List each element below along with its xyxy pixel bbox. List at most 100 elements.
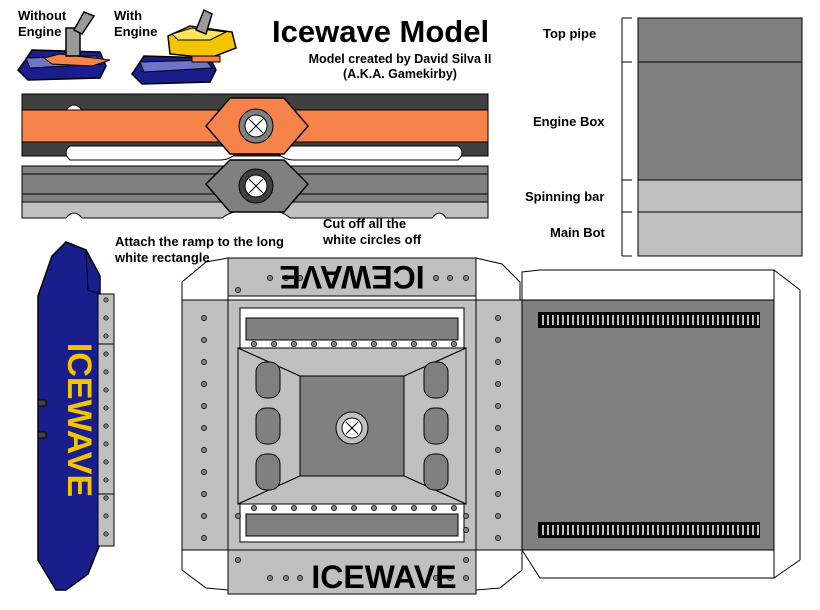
grille-slot	[557, 315, 559, 325]
rivet	[201, 513, 207, 519]
rivet	[331, 505, 337, 511]
rivet	[495, 535, 501, 541]
grille-slot	[657, 525, 659, 535]
grille-slot	[702, 315, 704, 325]
ramp-rivets	[103, 297, 109, 537]
grille-slot	[692, 315, 694, 325]
grille-slot	[647, 525, 649, 535]
grille-slot	[672, 315, 674, 325]
grille-slot	[557, 525, 559, 535]
grille-slot	[587, 315, 589, 325]
grille-slot	[747, 315, 749, 325]
grille-slot	[682, 315, 684, 325]
grille-slot	[757, 525, 759, 535]
legend-top-pipe-label: Top pipe	[543, 26, 597, 41]
credit-alias: (A.K.A. Gamekirby)	[343, 67, 457, 81]
grille-slot	[567, 315, 569, 325]
rivet	[103, 369, 109, 375]
rivet	[251, 341, 257, 347]
grille-slot	[652, 525, 654, 535]
grille-slot	[627, 315, 629, 325]
grille-slot	[562, 315, 564, 325]
vent-grilles	[542, 315, 759, 535]
rivet	[201, 425, 207, 431]
grille-slot	[592, 525, 594, 535]
rivet	[291, 341, 297, 347]
grille-slot	[742, 525, 744, 535]
grille-slot	[617, 315, 619, 325]
rivet	[463, 275, 469, 281]
rivet	[297, 275, 303, 281]
rivet	[267, 275, 273, 281]
rivet	[331, 341, 337, 347]
rivet	[447, 575, 453, 581]
main-bot-net	[181, 257, 801, 595]
rivet	[371, 505, 377, 511]
grille-slot	[687, 315, 689, 325]
grille-slot	[647, 315, 649, 325]
grille-slot	[552, 525, 554, 535]
rivet	[103, 333, 109, 339]
rivet	[103, 297, 109, 303]
grille-slot	[747, 525, 749, 535]
grille-slot	[667, 315, 669, 325]
rivet	[311, 341, 317, 347]
grille-slot	[632, 525, 634, 535]
grille-slot	[732, 525, 734, 535]
rivet	[291, 505, 297, 511]
rivet	[283, 275, 289, 281]
rivet	[103, 441, 109, 447]
grille-slot	[577, 315, 579, 325]
rivet	[267, 575, 273, 581]
rivet	[463, 575, 469, 581]
grille-slot	[627, 525, 629, 535]
rivet	[451, 505, 457, 511]
rivet	[201, 315, 207, 321]
rivet	[103, 531, 109, 537]
grille-slot	[622, 525, 624, 535]
page-title: Icewave Model	[272, 14, 490, 49]
grille-slot	[727, 525, 729, 535]
grille-slot	[572, 315, 574, 325]
grille-slot	[552, 315, 554, 325]
rivet	[391, 505, 397, 511]
grille-slot	[667, 525, 669, 535]
grille-slot	[662, 525, 664, 535]
grille-slot	[682, 525, 684, 535]
grille-slot	[642, 315, 644, 325]
grille-slot	[737, 315, 739, 325]
grille-slot	[567, 525, 569, 535]
rivet	[201, 535, 207, 541]
grille-slot	[582, 525, 584, 535]
rivet	[103, 477, 109, 483]
legend-engine-box-label: Engine Box	[533, 114, 605, 129]
grille-slot	[692, 525, 694, 535]
rivet	[201, 469, 207, 475]
grille-slot	[582, 315, 584, 325]
brand-text-top: ICEWAVE	[279, 259, 424, 295]
grille-slot	[722, 525, 724, 535]
rivet	[103, 423, 109, 429]
legend-swatches	[621, 17, 803, 257]
grille-slot	[757, 315, 759, 325]
rivet	[495, 425, 501, 431]
rivet	[391, 341, 397, 347]
rivet	[463, 557, 469, 563]
grille-slot	[587, 525, 589, 535]
grille-slot	[617, 525, 619, 535]
rivet	[235, 287, 241, 293]
rivet	[311, 505, 317, 511]
grille-slot	[722, 315, 724, 325]
grille-slot	[732, 315, 734, 325]
credit-author: Model created by David Silva II	[308, 52, 492, 66]
grille-slot	[637, 525, 639, 535]
rivet	[251, 505, 257, 511]
rivet	[371, 341, 377, 347]
grille-slot	[542, 315, 544, 325]
grille-slot	[612, 525, 614, 535]
grille-slot	[547, 315, 549, 325]
grille-slot	[632, 315, 634, 325]
